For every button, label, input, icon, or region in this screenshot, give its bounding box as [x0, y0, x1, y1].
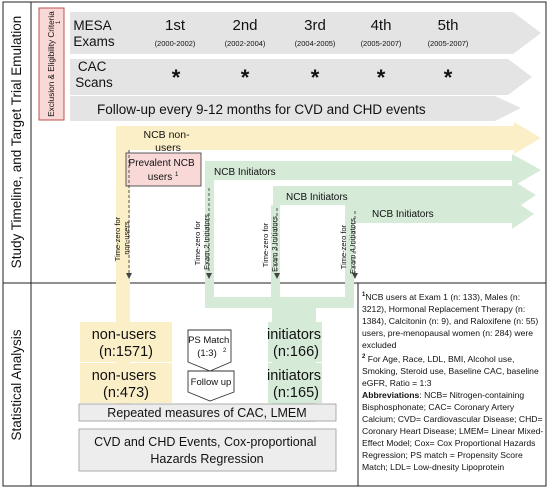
initiators-group-a	[268, 322, 322, 362]
initiators-group-b	[268, 363, 322, 403]
initiators-label-exam4: NCB Initiators	[372, 209, 434, 220]
time-zero-arrowhead-exam2	[206, 273, 212, 279]
time-zero-label-nonusers: Time-zero for non-users	[113, 215, 131, 261]
side-label-bottom: Statistical Analysis	[9, 329, 24, 440]
footnotes: 1NCB users at Exam 1 (n: 133), Males (n:…	[362, 289, 544, 473]
scan-marker-1: *	[172, 65, 181, 90]
abbreviations-text: : NCB= Nitrogen-containing Bisphosphonat…	[362, 389, 544, 472]
footnote-2-marker: 2	[362, 353, 366, 360]
side-label-top: Study Timeline, and Target Trial Emulati…	[9, 16, 24, 269]
initiators-group-b-label: initiators (n:165)	[267, 368, 325, 401]
ps-match-label: PS Match (1:3)	[188, 335, 232, 359]
exam-3-years: (2004-2005)	[295, 39, 336, 48]
follow-up-label: Follow up	[191, 377, 232, 388]
eligibility-label: Exclusion & Eligibility Criteria	[47, 11, 56, 117]
nonusers-group-a	[80, 322, 172, 362]
repeated-measures-label: Repeated measures of CAC, LMEM	[107, 406, 306, 420]
cox-regression-box	[78, 428, 337, 472]
mesa-exams-label: MESA Exams	[73, 18, 115, 49]
exam-2-years: (2002-2004)	[225, 39, 266, 48]
nonusers-arrow	[127, 122, 541, 154]
ps-match-superscript: 2	[223, 348, 227, 354]
followup-banner: Follow-up every 9-12 months for CVD and …	[97, 102, 426, 117]
eligibility-box	[38, 7, 65, 121]
initiators-arrow-exam3	[273, 180, 536, 211]
prevalent-users-label: Prevalent NCB users	[129, 158, 198, 183]
mesa-exams-arrow	[70, 12, 541, 54]
initiators-group-a-label: initiators (n:166)	[267, 327, 325, 360]
time-zero-arrowhead-exam3	[274, 273, 280, 279]
exam-2-label: 2nd	[232, 17, 257, 34]
exam-4-label: 4th	[371, 17, 392, 34]
footnote-1-text: NCB users at Exam 1 (n: 133), Males (n: …	[362, 291, 539, 350]
exam-5-label: 5th	[438, 17, 459, 34]
exam-1-years: (2000-2002)	[155, 39, 196, 48]
footnote-2-text: For Age, Race, LDL, BMI, Alcohol use, Sm…	[362, 353, 539, 388]
nonusers-group-a-label: non-users (n:1571)	[92, 327, 161, 360]
footnote-1: 1NCB users at Exam 1 (n: 133), Males (n:…	[362, 289, 544, 351]
initiators-label-exam2: NCB Initiators	[214, 167, 276, 178]
footnote-2: 2 For Age, Race, LDL, BMI, Alcohol use, …	[362, 351, 544, 389]
time-zero-label-exam3: Time-zero for Exam 3 Initiators	[261, 216, 279, 272]
exam-5-years: (2005-2007)	[428, 39, 469, 48]
initiators-arrow-exam2	[205, 154, 541, 187]
ps-match-box	[187, 329, 232, 372]
prevalent-users-box	[125, 152, 202, 187]
nonusers-group-b-label: non-users (n:473)	[92, 368, 161, 401]
cac-scans-arrow	[70, 59, 532, 95]
cox-regression-label: CVD and CHD Events, Cox-proportional Haz…	[94, 435, 320, 466]
abbreviations-heading: Abbreviations	[362, 389, 420, 400]
eligibility-superscript: 1	[56, 20, 62, 24]
exam-3-label: 3rd	[304, 17, 326, 34]
nonusers-group-b	[80, 363, 172, 403]
time-zero-arrowhead-nonusers	[126, 273, 132, 279]
abbreviations: Abbreviations: NCB= Nitrogen-containing …	[362, 389, 544, 473]
followup-arrow	[70, 96, 521, 121]
scan-marker-5: *	[444, 65, 453, 90]
prevalent-superscript: 1	[175, 172, 179, 178]
scan-marker-2: *	[241, 65, 250, 90]
initiators-vertical-exam4	[345, 223, 354, 308]
exam-4-years: (2005-2007)	[361, 39, 402, 48]
exam-1-label: 1st	[165, 17, 186, 34]
ncb-nonusers-label: NCB non- users	[143, 129, 192, 154]
initiators-arrow-exam4	[345, 199, 534, 229]
initiators-label-exam3: NCB Initiators	[286, 192, 348, 203]
cac-scans-label: CAC Scans	[75, 59, 113, 90]
initiators-vertical-exam3	[271, 205, 280, 308]
footnote-1-marker: 1	[362, 292, 366, 298]
time-zero-label-exam4: Time-zero for Exam 4 Initiators	[339, 218, 357, 274]
time-zero-label-exam2: Time-zero for Exam 2 Initiators	[193, 214, 211, 270]
scan-marker-3: *	[311, 65, 320, 90]
time-zero-arrowhead-exam4	[352, 273, 358, 279]
initiators-vertical-exam2	[205, 180, 214, 308]
scan-marker-4: *	[377, 65, 386, 90]
follow-up-box	[187, 370, 235, 402]
repeated-measures-box	[78, 403, 337, 422]
